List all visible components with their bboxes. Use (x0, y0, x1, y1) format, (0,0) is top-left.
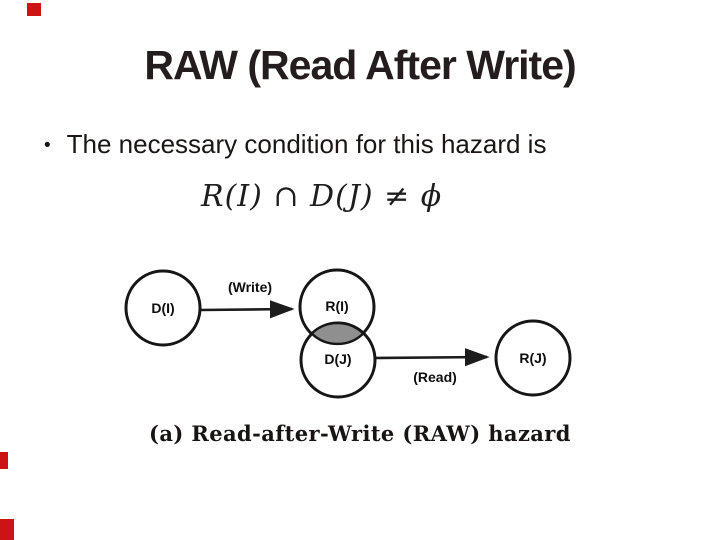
node-label-RI: R(I) (325, 298, 348, 314)
read-arrow (374, 348, 490, 367)
bullet-marker: • (44, 135, 51, 156)
bullet-text: The necessary condition for this hazard … (66, 129, 547, 159)
red-accent-square-bottom (0, 519, 14, 540)
node-label-DJ: D(J) (324, 351, 351, 367)
raw-hazard-diagram: D(I) R(I) D(J) R(J) (Write) (Read) (124, 268, 572, 399)
red-accent-square-top (27, 3, 41, 16)
node-label-RJ: R(J) (519, 350, 546, 366)
node-circle-DI (124, 269, 202, 347)
node-label-DI: D(I) (151, 300, 174, 316)
edge-label-read: (Read) (413, 369, 457, 385)
hazard-condition-formula: R(I) ∩ D(J) ≠ ϕ (201, 179, 443, 214)
bullet-item: • The necessary condition for this hazar… (44, 129, 704, 163)
red-accent-square-middle (0, 452, 8, 469)
figure-caption: (a) Read-after-Write (RAW) hazard (149, 421, 571, 446)
edge-label-write: (Write) (228, 279, 272, 295)
slide-title: RAW (Read After Write) (144, 42, 576, 88)
write-arrow (199, 300, 295, 319)
node-circle-RJ (494, 319, 572, 397)
intersection-region (309, 321, 366, 346)
